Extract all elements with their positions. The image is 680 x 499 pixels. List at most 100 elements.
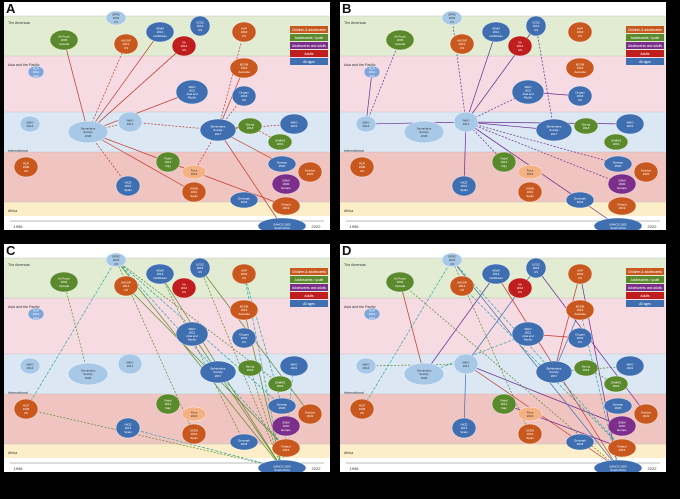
legend-swatch (290, 50, 328, 57)
diagram-node (363, 65, 381, 79)
node-label: US (450, 20, 454, 24)
region-label: The Americas (8, 21, 30, 25)
node-label: SSDN (526, 429, 534, 433)
node-label: Finland (617, 444, 627, 448)
node-label: Society (213, 128, 223, 132)
node-label: Spain (124, 188, 132, 192)
node-label: US (182, 48, 186, 52)
node-label: South Africa (610, 226, 626, 230)
node-label: UK (360, 411, 364, 415)
region-label: Africa (344, 451, 353, 455)
node-label: Spain (460, 430, 468, 434)
node-label: WHO (524, 327, 532, 331)
node-label: 2006 (61, 280, 68, 284)
node-label: South Africa (274, 226, 290, 230)
node-label: RCP (369, 309, 375, 313)
node-label: AACAP (457, 39, 467, 43)
diagram-node (267, 133, 293, 151)
diagram-node (603, 375, 629, 393)
node-label: 2018 (241, 30, 248, 34)
node-label: 2018 (577, 336, 584, 340)
diagram-edge (465, 121, 619, 165)
node-label: NIMH (156, 269, 163, 273)
node-label: US (124, 46, 128, 50)
node-label: SAHCS 2005 (273, 464, 291, 468)
diagram-node (481, 263, 511, 285)
node-label: Denmark (574, 196, 586, 200)
node-label: VCSC (196, 21, 204, 25)
legend-label: Adolescents / youth (295, 278, 324, 282)
diagram-edge (87, 91, 193, 133)
diagram-node (507, 277, 533, 299)
node-label: US (114, 20, 118, 24)
node-label: US (534, 270, 538, 274)
timeline-end: 2022 (648, 224, 658, 229)
node-label: 2020 (283, 424, 290, 428)
node-label: AACAP (457, 281, 467, 285)
legend-swatch (626, 34, 664, 41)
diagram-edge (87, 31, 161, 133)
node-label: 2008 (421, 134, 428, 138)
node-label: 2002 (113, 258, 120, 262)
diagram-edge (399, 281, 425, 375)
node-label: 2022 (643, 414, 650, 418)
node-label: BCSM (576, 63, 585, 67)
legend-swatch (290, 26, 328, 33)
node-label: US (182, 290, 186, 294)
diagram-node (525, 257, 547, 279)
node-label: Sweden (641, 410, 652, 414)
legend-swatch (626, 268, 664, 275)
node-label: 1996 (23, 165, 30, 169)
node-label: AU (578, 98, 582, 102)
diagram-node (181, 406, 207, 422)
node-label: Orygen (575, 91, 585, 95)
diagram-node (453, 111, 479, 133)
node-label: Fabel (500, 399, 508, 403)
node-label: South Africa (610, 468, 626, 472)
legend-swatch (626, 292, 664, 299)
node-label: Society (549, 370, 559, 374)
node-label: RCP (33, 309, 39, 313)
node-label: Asia (33, 74, 39, 78)
node-label: SPRC (112, 255, 120, 259)
diagram-edge (87, 43, 127, 133)
node-label: Caribbean (153, 276, 167, 280)
node-label: NICE (125, 423, 132, 427)
node-label: Spain (526, 436, 534, 440)
node-label: Denmark (574, 438, 586, 442)
node-label: UK (24, 411, 28, 415)
node-label: Norway (613, 402, 623, 406)
node-label: 2020 (619, 424, 626, 428)
node-label: Strong (246, 122, 255, 126)
node-label: 2020 (619, 182, 626, 186)
diagram-node (231, 263, 257, 285)
node-label: Europe (617, 186, 627, 190)
node-label: 2017 (215, 374, 222, 378)
node-label: SPRC (112, 13, 120, 17)
diagram-node (145, 21, 175, 43)
node-label: 2014 (517, 286, 524, 290)
node-label: US (460, 46, 464, 50)
node-label: 2021 (525, 88, 532, 92)
node-label: 2008 (421, 376, 428, 380)
legend-label: Adolescents / youth (631, 278, 660, 282)
node-label: SSDN (190, 187, 198, 191)
region-label: Africa (8, 209, 17, 213)
diagram-node (279, 355, 309, 377)
node-label: NICE (461, 181, 468, 185)
legend-label: All ages (303, 302, 315, 306)
node-label: 2013 (125, 184, 132, 188)
node-label: SSDN (190, 429, 198, 433)
node-label: 2016 (527, 414, 534, 418)
diagram-node (449, 33, 475, 55)
diagram-node (593, 217, 643, 230)
legend-swatch (290, 284, 328, 291)
node-label: US (198, 270, 202, 274)
node-label: Finland (281, 202, 291, 206)
node-label: 2014 (181, 286, 188, 290)
node-label: Asia and (186, 92, 198, 96)
diagram-node (117, 353, 143, 375)
node-label: 2006 (397, 280, 404, 284)
